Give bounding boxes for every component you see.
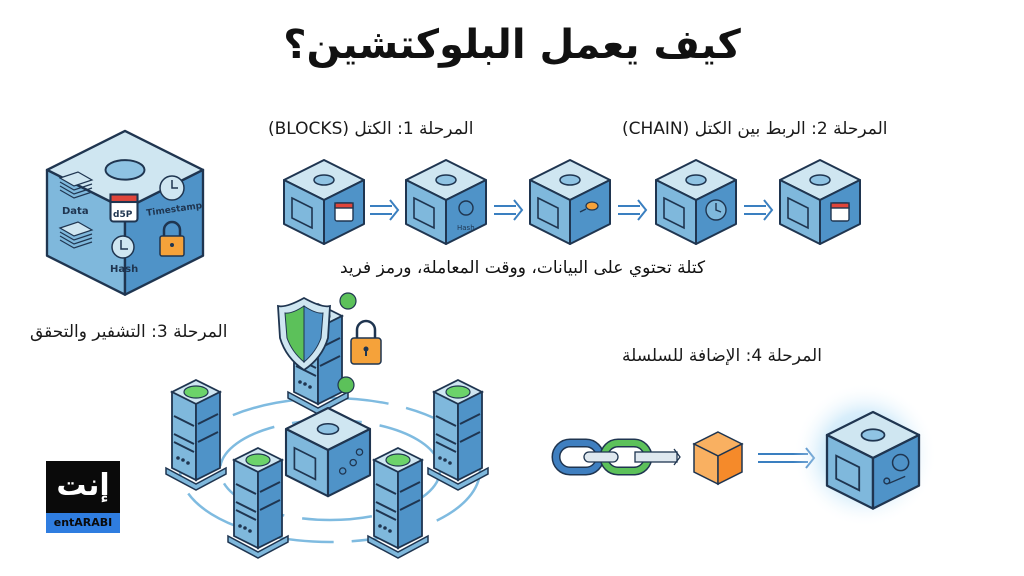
verify-badge-icon — [337, 292, 357, 394]
network-center-cube — [284, 406, 372, 498]
new-block-orange-icon — [692, 431, 744, 486]
server-left — [165, 379, 227, 491]
chain-arrow-3 — [617, 199, 647, 221]
hash-clock-icon — [111, 235, 135, 259]
page-title: كيف يعمل البلوكتشين؟ — [283, 22, 741, 68]
appended-block — [825, 410, 921, 510]
server-bottom-left — [227, 447, 289, 559]
shield-icon — [277, 296, 331, 372]
chain-block-5 — [779, 159, 861, 245]
data-label: Data — [62, 206, 89, 217]
chain-block-3 — [529, 159, 611, 245]
server-right — [427, 379, 489, 491]
chain-block-2: Hash — [405, 159, 487, 245]
logo-latin: entARABI — [46, 513, 120, 533]
server-bottom-right — [367, 447, 429, 559]
stage-2-label: المرحلة 2: الربط بين الكتل (CHAIN) — [622, 119, 888, 139]
lock-icon — [159, 220, 185, 257]
logo-arabic: إنت — [46, 461, 120, 513]
data-stack-icon — [58, 171, 94, 199]
chain-arrow-4 — [743, 199, 773, 221]
stage-3-label: المرحلة 3: التشفير والتحقق — [30, 322, 228, 342]
chain-block-1 — [283, 159, 365, 245]
padlock-icon — [350, 319, 382, 365]
hash-label: Hash — [110, 264, 138, 275]
stage-4-label: المرحلة 4: الإضافة للسلسلة — [622, 346, 822, 366]
clock-icon — [159, 175, 185, 201]
block-description: كتلة تحتوي على البيانات، ووقت المعاملة، … — [340, 258, 706, 278]
chain-arrow-1 — [369, 199, 399, 221]
chain-arrow-2 — [493, 199, 523, 221]
chain-block-4 — [655, 159, 737, 245]
stage-1-label: المرحلة 1: الكتل (BLOCKS) — [268, 119, 474, 139]
entarabi-logo: إنت entARABI — [46, 461, 120, 533]
chain-link-icon — [551, 438, 681, 476]
hash-block-label: Hash — [457, 224, 475, 232]
data-stack-icon-2 — [58, 221, 94, 249]
calendar-code: d5P — [113, 210, 133, 220]
